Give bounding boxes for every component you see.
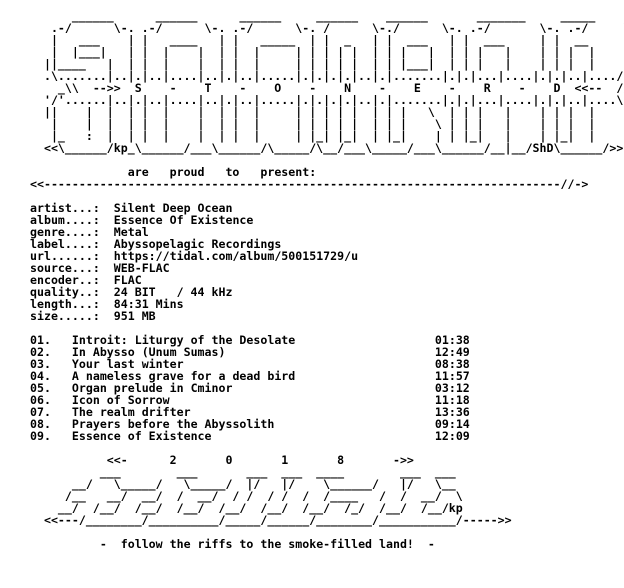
- track-title: In Abysso (Unum Sumas): [71, 345, 226, 359]
- header-art-line: .-/ \-. .-/ \-. .-/ \-. / \-./ \-. .-/ \…: [30, 21, 624, 35]
- track-title: A nameless grave for a dead bird: [71, 369, 296, 383]
- closing-line: - follow the riffs to the smoke-filled l…: [30, 538, 624, 550]
- track-title: Icon of Sorrow: [71, 393, 170, 407]
- track-row: 01. Introit: Liturgy of the Desolate 01:…: [30, 334, 624, 346]
- header-art-line: | | | | | | | | | | | | | | | | | | \ | …: [30, 117, 624, 131]
- track-number: 09.: [30, 429, 51, 443]
- footer-art-line: __/ \_____/ \_____/ |/ |/ \______/ |/ \_…: [30, 477, 456, 491]
- info-label: length...:: [30, 297, 100, 311]
- track-number: 06.: [30, 393, 51, 407]
- track-title: Your last winter: [71, 357, 184, 371]
- track-title: Organ prelude in Cminor: [71, 381, 233, 395]
- track-title: Essence of Existence: [71, 429, 212, 443]
- footer-art-line: ___ ___ ___ ___ ____ ___ ___: [30, 465, 456, 479]
- info-label: label....:: [30, 237, 100, 251]
- footer-art-line: <<---/________/__________/_____/______/_…: [30, 513, 512, 527]
- closing-text: - follow the riffs to the smoke-filled l…: [99, 537, 435, 551]
- info-value: Abyssopelagic Recordings: [113, 237, 282, 251]
- info-row: length...: 84:31 Mins: [30, 298, 624, 310]
- track-time: 01:38: [434, 333, 470, 347]
- track-title: The realm drifter: [71, 405, 191, 419]
- track-time: 11:57: [434, 369, 470, 383]
- track-title: Introit: Liturgy of the Desolate: [71, 333, 296, 347]
- info-label: artist...:: [30, 201, 100, 215]
- info-row: artist...: Silent Deep Ocean: [30, 202, 624, 214]
- info-row: label....: Abyssopelagic Recordings: [30, 238, 624, 250]
- track-number: 07.: [30, 405, 51, 419]
- track-row: 04. A nameless grave for a dead bird 11:…: [30, 370, 624, 382]
- track-row: 03. Your last winter 08:38: [30, 358, 624, 370]
- nfo-document: ______ ______ ______ ______ ______ _____…: [30, 10, 624, 550]
- track-number: 02.: [30, 345, 51, 359]
- track-time: 12:49: [434, 345, 470, 359]
- track-number: 05.: [30, 381, 51, 395]
- track-title: Prayers before the Abyssolith: [71, 417, 275, 431]
- track-time: 13:36: [434, 405, 470, 419]
- track-number: 03.: [30, 357, 51, 371]
- info-value: 84:31 Mins: [113, 297, 184, 311]
- info-value: Metal: [113, 225, 149, 239]
- footer-art-line: /__ __/ __/ / __/ / / / / / /____ / / __…: [30, 489, 463, 503]
- header-art-line: <<\______/kp_\______/___\______/\_____/\…: [30, 141, 624, 155]
- track-row: 07. The realm drifter 13:36: [30, 406, 624, 418]
- track-row: 02. In Abysso (Unum Sumas) 12:49: [30, 346, 624, 358]
- present-text: are proud to present:: [127, 165, 317, 179]
- header-art-line: ||____ | | | | | | | | | | | | | | | |__…: [30, 57, 624, 71]
- track-row: 09. Essence of Existence 12:09: [30, 430, 624, 442]
- info-label: source...:: [30, 261, 100, 275]
- info-row: url......: https://tidal.com/album/50015…: [30, 250, 624, 262]
- track-row: 05. Organ prelude in Cminor 03:12: [30, 382, 624, 394]
- track-number: 01.: [30, 333, 51, 347]
- track-time: 08:38: [434, 357, 470, 371]
- header-art-line: |_ : | | | | | | | | | |_| |_| | |_| | |…: [30, 129, 624, 143]
- header-art-line: .\.......|..|.|..|....|..|.|..|.....|.|.…: [30, 69, 624, 83]
- footer-art-line: __/ /__/ /__/ /__/ /__/ /__/ /__/ /_/ /_…: [30, 501, 463, 515]
- present-line: are proud to present:: [30, 166, 624, 178]
- info-value: Silent Deep Ocean: [113, 201, 233, 215]
- divider-line: <<--------------------------------------…: [30, 178, 624, 190]
- track-time: 12:09: [434, 429, 470, 443]
- header-art-line: '/'......|..|.|..|....|..|.|..|.....|.|.…: [30, 93, 624, 107]
- year-banner: <<- 2 0 1 8 ->>: [106, 453, 414, 467]
- track-number: 08.: [30, 417, 51, 431]
- header-art-line: | |___| | | | | | | | | | | | | | | | | …: [30, 45, 624, 59]
- header-art-line: || | | | | | | | | | | | | | | | | | \ |…: [30, 105, 624, 119]
- track-time: 03:12: [434, 381, 470, 395]
- info-row: size.....: 951 MB: [30, 310, 624, 322]
- track-number: 04.: [30, 369, 51, 383]
- info-value: 951 MB: [113, 309, 156, 323]
- year-line: <<- 2 0 1 8 ->>: [30, 454, 624, 466]
- info-label: album....:: [30, 213, 100, 227]
- info-row: encoder..: FLAC: [30, 274, 624, 286]
- info-label: size.....:: [30, 309, 100, 323]
- divider: <<--------------------------------------…: [30, 177, 589, 191]
- track-row: 06. Icon of Sorrow 11:18: [30, 394, 624, 406]
- info-value: FLAC: [113, 273, 142, 287]
- info-value: 24 BIT / 44 kHz: [113, 285, 233, 299]
- info-row: quality..: 24 BIT / 44 kHz: [30, 286, 624, 298]
- track-row: 08. Prayers before the Abyssolith 09:14: [30, 418, 624, 430]
- info-label: encoder..:: [30, 273, 100, 287]
- info-row: album....: Essence Of Existence: [30, 214, 624, 226]
- info-label: genre....:: [30, 225, 100, 239]
- info-label: quality..:: [30, 285, 100, 299]
- info-value: https://tidal.com/album/500151729/u: [113, 249, 359, 263]
- info-value: WEB-FLAC: [113, 261, 170, 275]
- header-art-line: _\\ -->> S - T - O - N - E - R - D <<-- …: [30, 81, 624, 95]
- header-art-line: | ___ | | ____ | | _____ | | _ | | ___ |…: [30, 33, 624, 47]
- info-row: source...: WEB-FLAC: [30, 262, 624, 274]
- track-time: 11:18: [434, 393, 470, 407]
- info-row: genre....: Metal: [30, 226, 624, 238]
- track-time: 09:14: [434, 417, 470, 431]
- info-value: Essence Of Existence: [113, 213, 254, 227]
- header-art-line: ______ ______ ______ ______ ______ _____…: [30, 9, 596, 23]
- info-label: url......:: [30, 249, 100, 263]
